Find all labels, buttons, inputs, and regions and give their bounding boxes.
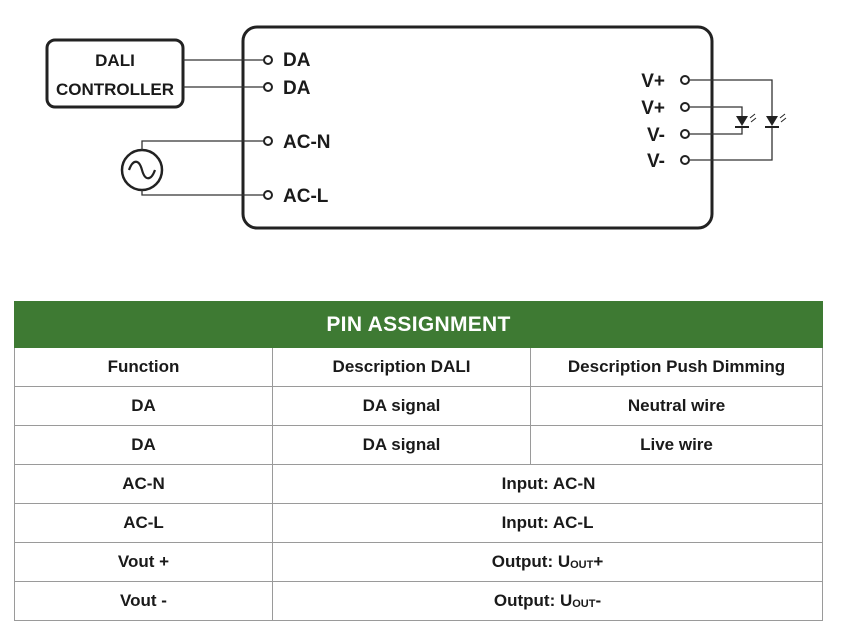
output-subscript: OUT [572,598,596,610]
wire-vplus-inner [689,106,743,116]
pin-ac-l-terminal [263,190,273,200]
controller-label-line1: DALI [95,51,135,70]
wire-vminus-inner [689,127,743,135]
wire-ac-n [141,140,264,150]
led-1-icon [735,113,757,128]
pin-label-vplus-1: V+ [641,71,665,92]
pin-label-vplus-2: V+ [641,98,665,119]
pin-label-da-1: DA [283,50,311,71]
pin-da-2-terminal [263,82,273,92]
pin-label-vminus-1: V- [647,125,665,146]
wire-vplus-outer [689,79,773,116]
cell-function: DA [14,425,273,465]
table-row: DA DA signal Live wire [14,425,824,465]
cell-push: Live wire [529,425,824,465]
output-prefix: Output: U [493,591,573,610]
cell-merged-description: Output: UOUT- [271,581,824,621]
cell-dali: DA signal [272,425,531,465]
cell-function: AC-L [14,503,273,543]
table-row: AC-L Input: AC-L [14,503,824,543]
output-suffix: + [593,552,604,571]
output-subscript: OUT [570,559,594,571]
wire-vminus-outer [689,127,773,161]
pin-vminus-1-terminal [680,129,690,139]
pin-label-vminus-2: V- [647,151,665,172]
driver-box [241,25,714,230]
cell-merged-description: Output: UOUT+ [271,542,824,582]
pin-assignment-table: PIN ASSIGNMENT Function Description DALI… [13,301,824,621]
cell-function: AC-N [14,464,273,504]
output-suffix: - [595,591,602,610]
pin-vplus-1-terminal [680,75,690,85]
pin-vplus-2-terminal [680,102,690,112]
controller-label-line2: CONTROLLER [56,80,174,99]
led-2-icon [765,113,787,128]
pin-label-ac-l: AC-L [283,186,329,207]
wire-ac-l [141,190,264,196]
output-prefix: Output: U [491,552,571,571]
cell-function: Vout + [14,542,273,582]
pin-label-da-2: DA [283,78,311,99]
header-description-dali: Description DALI [272,347,531,387]
table-row: Vout - Output: UOUT- [14,581,824,621]
pin-ac-n-terminal [263,136,273,146]
header-description-push-dimming: Description Push Dimming [529,347,824,387]
dali-controller-box [45,38,185,109]
table-header-row: Function Description DALI Description Pu… [14,347,824,387]
cell-merged-description: Input: AC-N [271,464,824,504]
cell-function: DA [14,386,273,426]
table-row: Vout + Output: UOUT+ [14,542,824,582]
header-function: Function [14,347,273,387]
pin-vminus-2-terminal [680,155,690,165]
table-title: PIN ASSIGNMENT [13,301,824,348]
sine-wave-icon [127,160,157,180]
table-row: AC-N Input: AC-N [14,464,824,504]
cell-merged-description: Input: AC-L [271,503,824,543]
cell-push: Neutral wire [529,386,824,426]
pin-da-1-terminal [263,55,273,65]
pin-label-ac-n: AC-N [283,132,331,153]
cell-function: Vout - [14,581,273,621]
wiring-diagram: DALI CONTROLLER DA DA AC-N AC-L V+ V+ V-… [45,25,787,230]
cell-dali: DA signal [272,386,531,426]
table-row: DA DA signal Neutral wire [14,386,824,426]
